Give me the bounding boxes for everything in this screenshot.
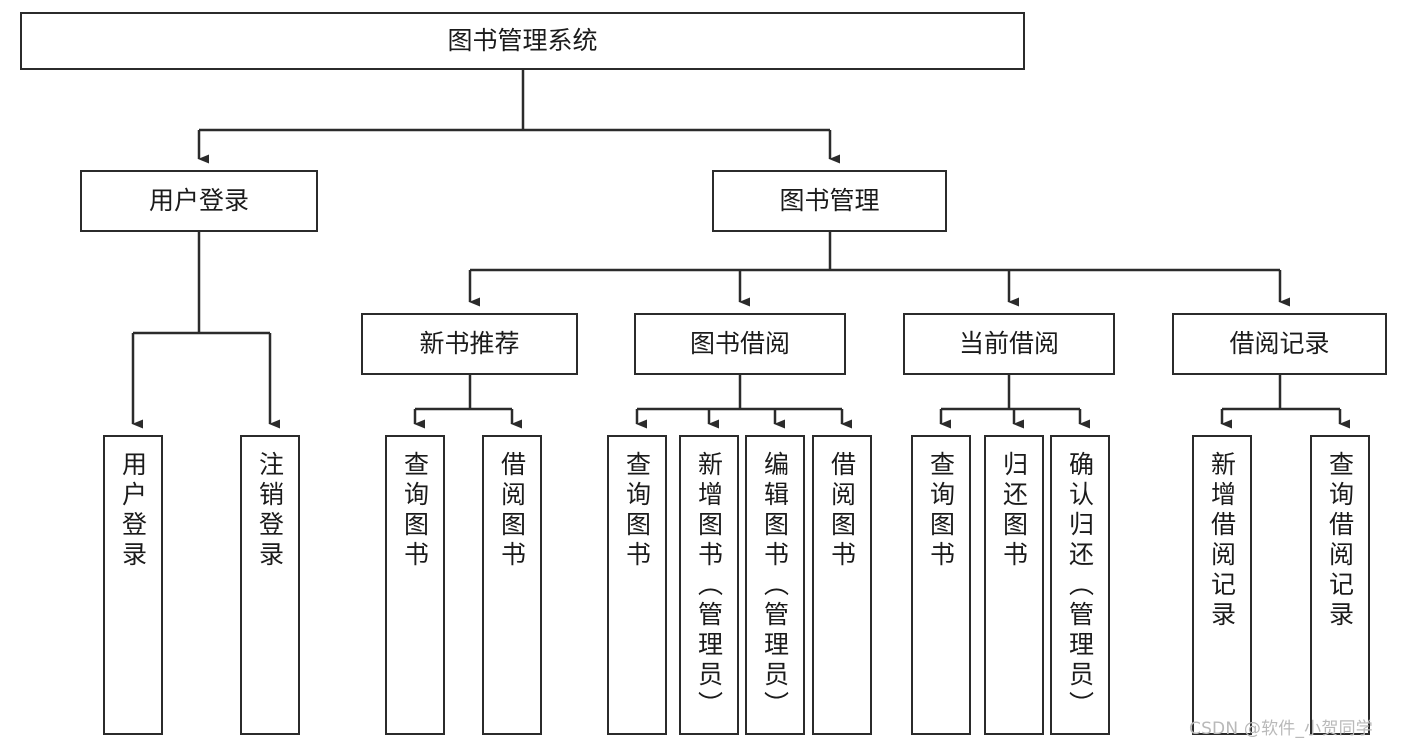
node-book-borrow[interactable]: 图书借阅 xyxy=(634,313,846,375)
node-new-book-recommend[interactable]: 新书推荐 xyxy=(361,313,578,375)
node-label: 借阅图书 xyxy=(827,451,857,571)
node-label: 查询图书 xyxy=(400,451,430,571)
node-root[interactable]: 图书管理系统 xyxy=(20,12,1025,70)
node-label: 归还图书 xyxy=(999,451,1029,571)
node-label: 借阅记录 xyxy=(1229,329,1330,358)
node-book-manage[interactable]: 图书管理 xyxy=(712,170,947,232)
node-label: 新增图书（管理员） xyxy=(694,451,724,721)
node-label: 确认归还（管理员） xyxy=(1065,451,1095,721)
node-leaf-query-book-1[interactable]: 查询图书 xyxy=(385,435,445,735)
node-leaf-user-logout[interactable]: 注销登录 xyxy=(240,435,300,735)
node-leaf-user-login[interactable]: 用户登录 xyxy=(103,435,163,735)
node-leaf-query-book-3[interactable]: 查询图书 xyxy=(911,435,971,735)
node-label: 图书管理 xyxy=(779,186,880,215)
node-leaf-return-book[interactable]: 归还图书 xyxy=(984,435,1044,735)
node-label: 查询图书 xyxy=(926,451,956,571)
node-current-borrow[interactable]: 当前借阅 xyxy=(903,313,1115,375)
node-leaf-borrow-book-1[interactable]: 借阅图书 xyxy=(482,435,542,735)
node-label: 查询图书 xyxy=(622,451,652,571)
node-label: 图书管理系统 xyxy=(447,26,598,55)
node-user-login[interactable]: 用户登录 xyxy=(80,170,318,232)
node-label: 用户登录 xyxy=(118,451,148,571)
node-label: 当前借阅 xyxy=(958,329,1059,358)
node-leaf-add-book[interactable]: 新增图书（管理员） xyxy=(679,435,739,735)
node-borrow-record[interactable]: 借阅记录 xyxy=(1172,313,1387,375)
node-label: 新书推荐 xyxy=(419,329,520,358)
node-label: 借阅图书 xyxy=(497,451,527,571)
node-label: 查询借阅记录 xyxy=(1325,451,1355,631)
node-leaf-add-borrow-record[interactable]: 新增借阅记录 xyxy=(1192,435,1252,735)
node-leaf-query-borrow-record[interactable]: 查询借阅记录 xyxy=(1310,435,1370,735)
node-leaf-borrow-book-2[interactable]: 借阅图书 xyxy=(812,435,872,735)
node-leaf-confirm-return[interactable]: 确认归还（管理员） xyxy=(1050,435,1110,735)
csdn-watermark: CSDN @软件_小贺同学 xyxy=(1189,719,1373,739)
node-label: 注销登录 xyxy=(255,451,285,571)
node-leaf-query-book-2[interactable]: 查询图书 xyxy=(607,435,667,735)
node-label: 图书借阅 xyxy=(689,329,790,358)
node-leaf-edit-book[interactable]: 编辑图书（管理员） xyxy=(745,435,805,735)
node-label: 用户登录 xyxy=(148,186,249,215)
node-label: 新增借阅记录 xyxy=(1207,451,1237,631)
node-label: 编辑图书（管理员） xyxy=(760,451,790,721)
